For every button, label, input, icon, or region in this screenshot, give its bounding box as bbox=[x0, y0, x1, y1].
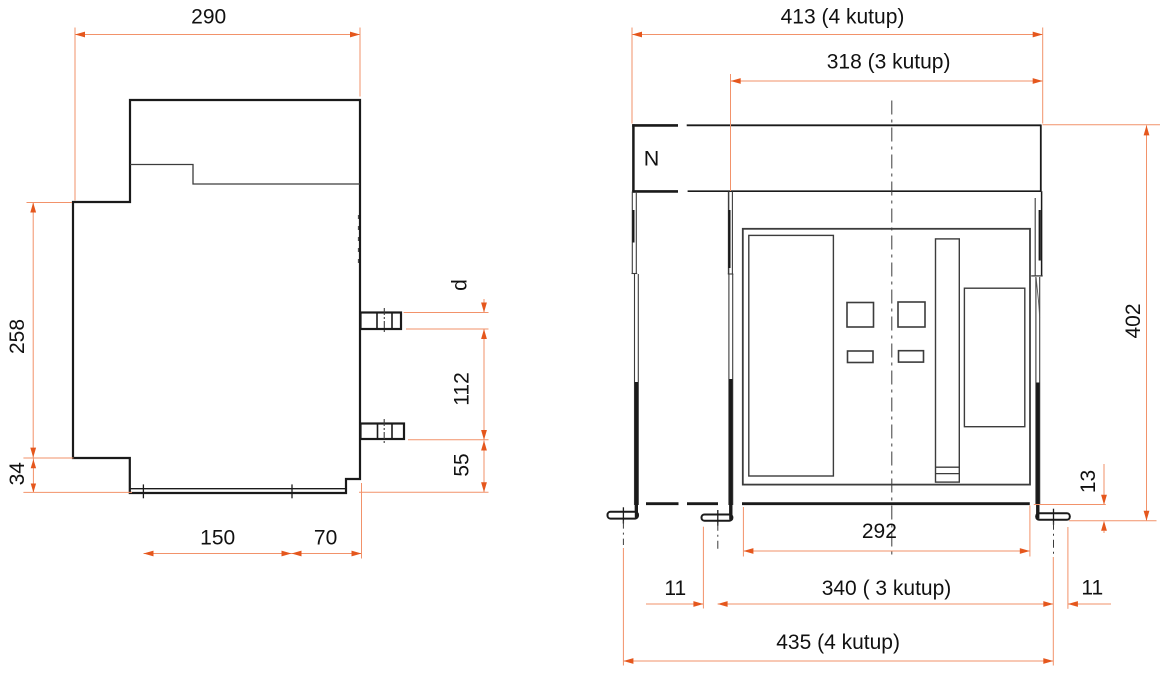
svg-text:292: 292 bbox=[862, 520, 897, 543]
svg-text:340 ( 3 kutup): 340 ( 3 kutup) bbox=[822, 577, 952, 600]
svg-text:112: 112 bbox=[451, 372, 474, 405]
svg-text:413 (4 kutup): 413 (4 kutup) bbox=[781, 6, 905, 29]
svg-text:318 (3 kutup): 318 (3 kutup) bbox=[827, 51, 951, 74]
svg-text:290: 290 bbox=[191, 6, 226, 29]
svg-text:13: 13 bbox=[1077, 470, 1100, 493]
svg-text:11: 11 bbox=[664, 577, 686, 600]
svg-text:34: 34 bbox=[6, 462, 29, 486]
svg-text:402: 402 bbox=[1122, 303, 1145, 338]
svg-text:70: 70 bbox=[314, 527, 337, 550]
svg-text:d: d bbox=[449, 279, 472, 291]
svg-text:258: 258 bbox=[6, 319, 29, 354]
svg-text:435 (4 kutup): 435 (4 kutup) bbox=[776, 631, 900, 654]
svg-text:150: 150 bbox=[200, 527, 235, 550]
svg-text:11: 11 bbox=[1081, 577, 1103, 600]
svg-text:N: N bbox=[644, 147, 660, 171]
svg-text:55: 55 bbox=[451, 453, 474, 476]
